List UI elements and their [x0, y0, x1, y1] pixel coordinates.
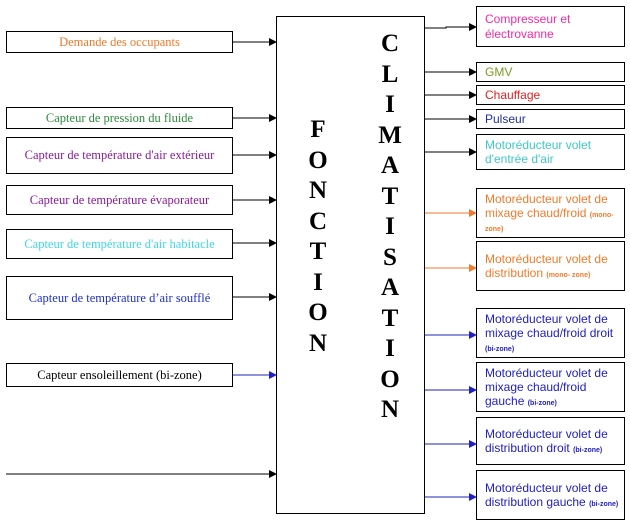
zone-note: (mono- zone) — [485, 211, 614, 234]
title-letter: N — [308, 177, 328, 204]
output-box-distribution-left: Motoréducteur volet de distribution gauc… — [476, 470, 625, 520]
output-label: Motoréducteur volet de mixage chaud/froi… — [485, 191, 608, 220]
input-box-evap-temp: Capteur de température évaporateur — [6, 185, 233, 215]
title-letter: N — [308, 329, 328, 357]
title-letter: T — [381, 182, 399, 210]
title-letter: N — [380, 396, 400, 423]
zone-note: (bi-zone) — [485, 346, 515, 354]
output-box-blower: Pulseur — [476, 109, 625, 129]
output-box-mixing-right: Motoréducteur volet de mixage chaud/froi… — [476, 308, 625, 358]
title-letter: I — [385, 335, 395, 362]
title-letter: L — [381, 60, 399, 88]
zone-note: (bi-zone) — [573, 446, 603, 454]
title-letter: I — [385, 213, 395, 240]
output-box-distribution-mono: Motoréducteur volet de distribution (mon… — [476, 241, 625, 291]
output-label: Motoréducteur volet de distribution gauc… — [485, 480, 608, 509]
title-letter: T — [309, 238, 327, 265]
title-letter: T — [381, 304, 399, 332]
input-box-ext-temp: Capteur de température d'air extérieur — [6, 137, 233, 174]
title-letter: A — [380, 152, 400, 179]
input-box-sunlight: Capteur ensoleillement (bi-zone) — [6, 363, 233, 387]
zone-note: (bi-zone) — [589, 500, 619, 508]
title-letter: F — [310, 116, 326, 143]
title-fonction: F O N C T I O N — [303, 115, 333, 359]
title-letter: O — [308, 299, 328, 326]
output-box-intake-flap: Motoréducteur volet d'entrée d'air — [476, 134, 625, 170]
output-label: Motoréducteur volet de distribution droi… — [485, 426, 608, 455]
output-label: Motoréducteur volet de mixage chaud/froi… — [485, 311, 614, 340]
input-box-pressure: Capteur de pression du fluide — [6, 107, 233, 129]
output-box-compressor: Compresseur et électrovanne — [476, 6, 625, 47]
output-label: Motoréducteur volet de distribution — [485, 251, 608, 280]
title-letter: S — [383, 243, 397, 271]
input-box-cabin-temp: Capteur de température d'air habitacle — [6, 229, 233, 259]
output-box-mixing-left: Motoréducteur volet de mixage chaud/froi… — [476, 362, 625, 412]
output-box-gmv: GMV — [476, 62, 625, 82]
title-letter: C — [380, 30, 400, 57]
title-letter: O — [308, 146, 328, 174]
title-letter: O — [380, 365, 400, 393]
title-letter: I — [313, 268, 323, 296]
title-letter: I — [385, 91, 395, 118]
output-box-heating: Chauffage — [476, 85, 625, 105]
title-climatisation: C L I M A T I S A T I O N — [375, 29, 405, 426]
output-box-mixing-mono: Motoréducteur volet de mixage chaud/froi… — [476, 188, 625, 238]
title-letter: M — [378, 121, 402, 149]
arrow-output-compressor — [425, 23, 477, 31]
output-label: Motoréducteur volet de mixage chaud/froi… — [485, 365, 608, 409]
title-letter: A — [380, 274, 400, 301]
output-box-distribution-right: Motoréducteur volet de distribution droi… — [476, 417, 625, 465]
zone-note: (mono- zone) — [546, 271, 591, 279]
zone-note: (bi-zone) — [527, 400, 557, 408]
function-block: F O N C T I O N C L I M A T I S A T I O … — [276, 16, 425, 514]
input-box-demand: Demande des occupants — [6, 31, 233, 53]
title-letter: C — [308, 207, 328, 235]
input-box-blown-temp: Capteur de température d’air soufflé — [6, 276, 233, 320]
